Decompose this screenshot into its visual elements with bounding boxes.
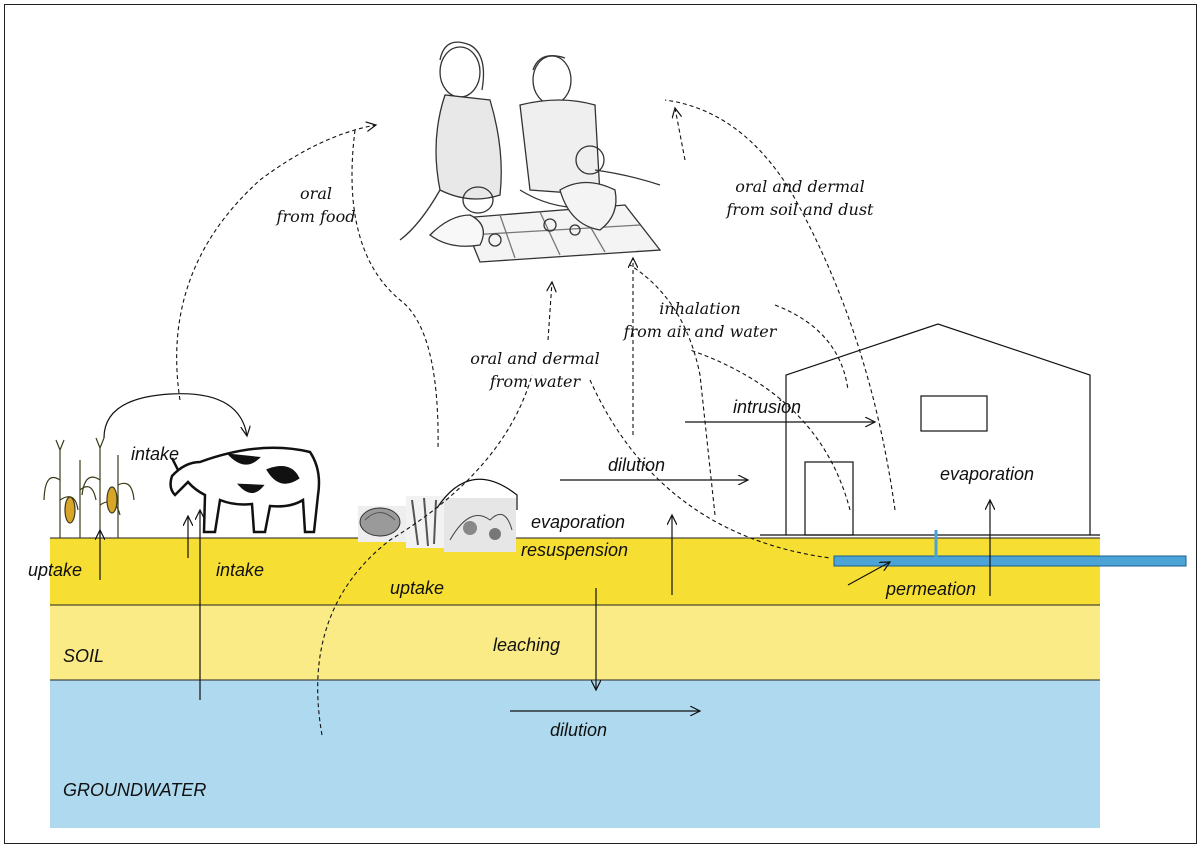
oral-food-label-line1: oral — [300, 184, 332, 203]
dilution-air-label: dilution — [608, 455, 666, 475]
inhalation-house-path — [689, 349, 851, 511]
permeation-label: permeation — [886, 579, 977, 599]
inhalation-return-path — [774, 304, 849, 391]
soil-layer-label: SOIL — [63, 646, 105, 666]
process-arrows — [100, 393, 990, 711]
inhalation-label: inhalation from air and water — [605, 297, 795, 343]
oral-water-label-line2: from water — [489, 372, 581, 392]
intake-soil-label: intake — [216, 560, 265, 580]
corn-plant-icon — [43, 437, 135, 538]
inhalation-label-line2: from air and water — [623, 322, 777, 342]
resuspension-label: resuspension — [521, 540, 629, 560]
evaporation-house-label: evaporation — [940, 464, 1035, 484]
oral-water-path-1 — [317, 374, 533, 736]
permeation-arrow — [847, 562, 890, 586]
oral-food-return-path — [351, 129, 439, 451]
oral-soil-label-line2: from soil and dust — [726, 200, 874, 220]
vegetables-icon — [358, 496, 516, 552]
family-picnic-illustration — [399, 41, 662, 263]
oral-soil-label-line1: oral and dermal — [735, 177, 865, 196]
outer-border — [4, 4, 1197, 844]
leaching-label: leaching — [493, 635, 561, 655]
groundwater-layer-label: GROUNDWATER — [63, 780, 207, 800]
inhalation-label-line1: inhalation — [659, 299, 741, 318]
intrusion-label: intrusion — [733, 397, 802, 417]
exposure-pathways — [176, 99, 896, 736]
soil-layer — [50, 605, 1100, 680]
groundwater-layer — [50, 680, 1100, 828]
oral-soil-path-upper — [675, 108, 686, 161]
water-pipe-icon — [833, 530, 1187, 567]
oral-water-label-line1: oral and dermal — [470, 349, 600, 368]
oral-food-label: oral from food — [262, 182, 370, 228]
dilution-gw-label: dilution — [550, 720, 608, 740]
oral-water-label: oral and dermal from water — [440, 347, 630, 393]
uptake-left-label: uptake — [28, 560, 83, 580]
oral-water-path-2 — [548, 282, 552, 341]
intake-arc-arrow — [103, 393, 247, 439]
topsoil-layer — [50, 538, 1100, 605]
evaporation-ground-label: evaporation — [531, 512, 626, 532]
intake-top-label: intake — [131, 444, 180, 464]
oral-water-house-path — [589, 379, 831, 559]
house-icon — [760, 323, 1100, 536]
oral-soil-label: oral and dermal from soil and dust — [690, 175, 910, 221]
cow-icon — [169, 446, 321, 534]
oral-food-path — [176, 125, 376, 401]
inhalation-path-2 — [629, 264, 716, 516]
uptake-mid-label: uptake — [390, 578, 445, 598]
house-door — [804, 461, 854, 536]
oral-soil-path — [664, 99, 896, 511]
house-window — [920, 395, 988, 432]
vegetable-arc — [436, 478, 518, 510]
oral-food-label-line2: from food — [276, 207, 356, 227]
